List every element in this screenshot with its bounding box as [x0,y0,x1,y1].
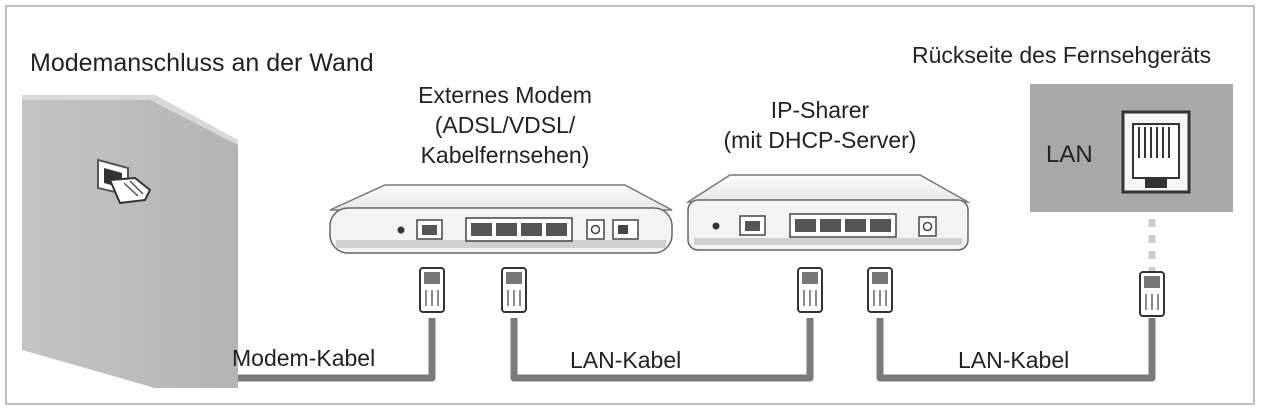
ip-sharer [685,174,971,251]
ip-sharer-label: IP-Sharer (mit DHCP-Server) [700,95,940,155]
wall-outlet [22,95,238,388]
modem-label-line-2: (ADSL/VDSL/ [434,112,576,138]
tv-lan-port-label: LAN [1046,141,1093,168]
rj45-plug-icon [419,267,1165,317]
lan-cable-label-2: LAN-Kabel [958,347,1070,373]
external-modem [329,184,673,254]
modem-label-line-3: Kabelfernsehen) [420,142,590,168]
wall-plug-icon [108,176,152,205]
tv-rear-panel [1030,84,1233,212]
modem-cable-label: Modem-Kabel [232,345,376,371]
tv-lan-port-icon [1121,110,1191,194]
modem-label-line-1: Externes Modem [418,82,592,108]
cable-lan-1 [510,318,814,382]
ip-sharer-label-line-1: IP-Sharer [770,97,870,123]
lan-cable-label-1: LAN-Kabel [570,347,682,373]
modem-label: Externes Modem (ADSL/VDSL/ Kabelfernsehe… [375,80,635,170]
ip-sharer-label-line-2: (mit DHCP-Server) [723,127,917,153]
tv-rear-label: Rückseite des Fernsehgeräts [912,42,1212,68]
cable-lan-2 [876,318,1156,382]
wall-outlet-label: Modemanschluss an der Wand [30,49,374,77]
